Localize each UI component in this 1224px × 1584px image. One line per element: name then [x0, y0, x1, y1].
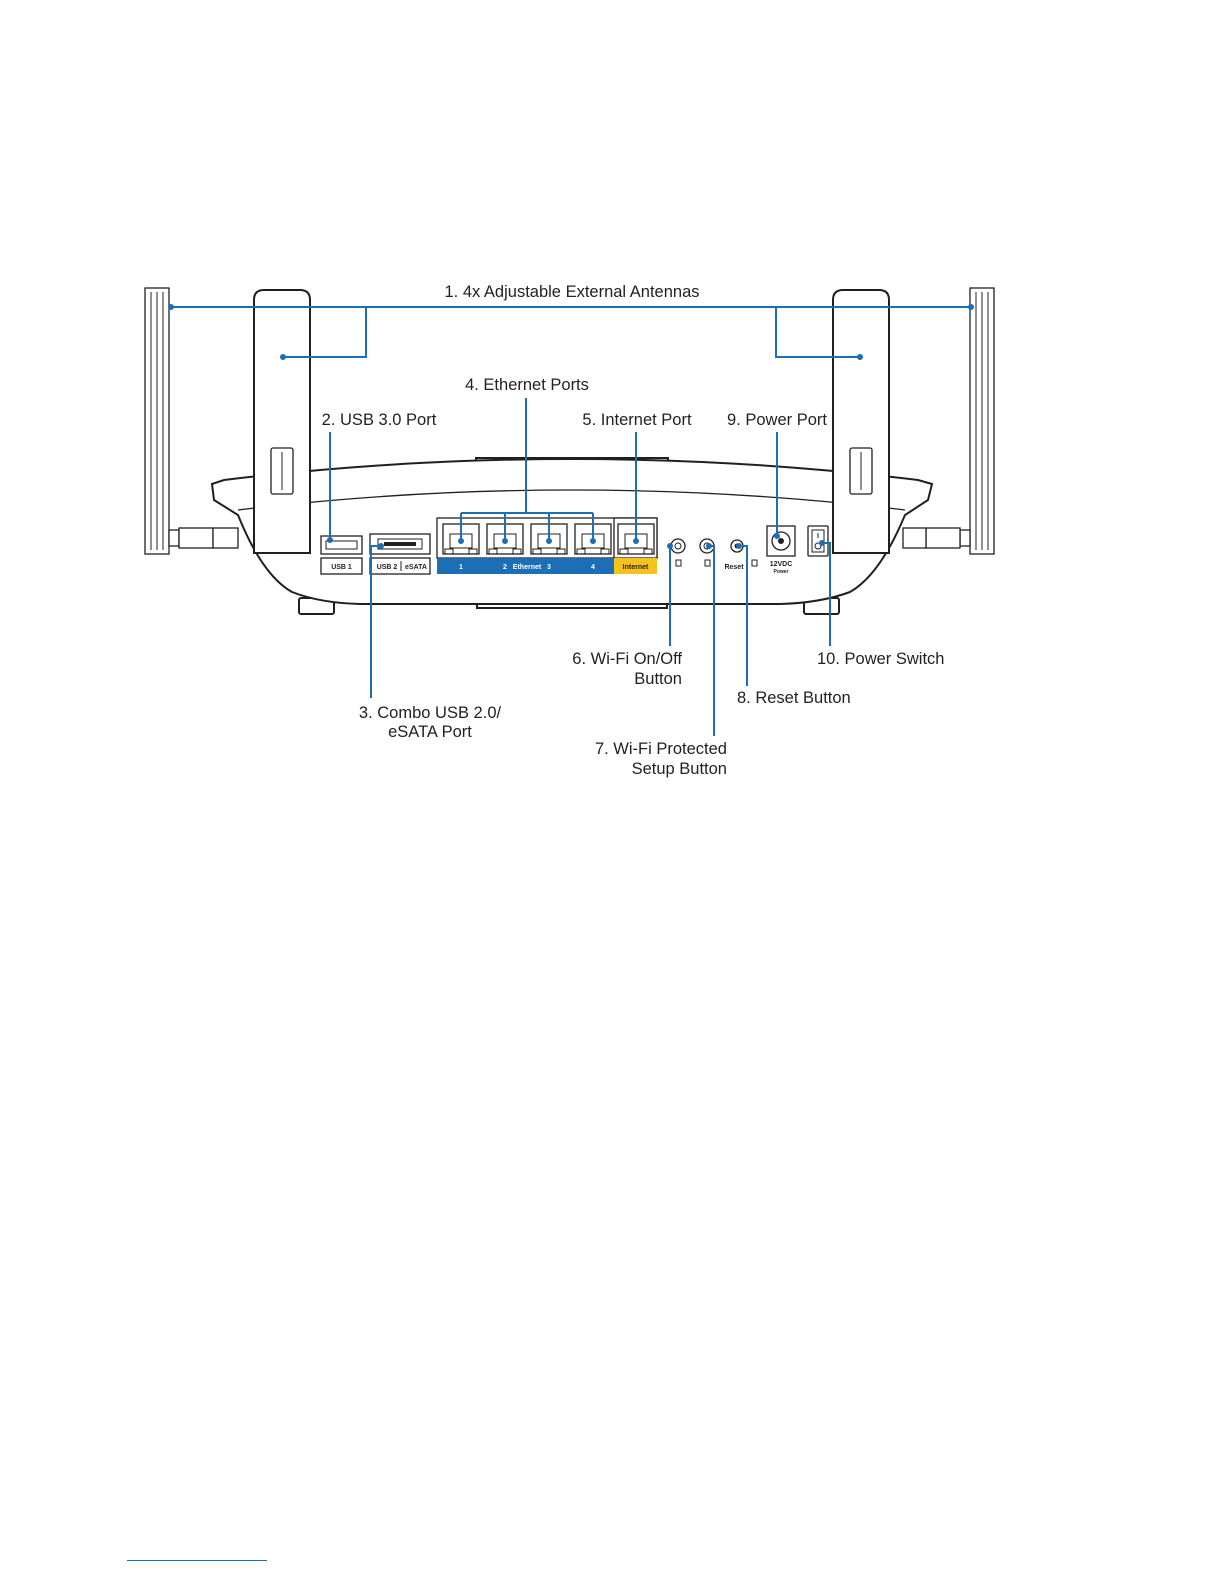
power-label: Power: [773, 569, 788, 575]
antenna-far-right-hinge: [960, 530, 970, 546]
callout-antennas: 1. 4x Adjustable External Antennas: [444, 283, 699, 301]
callout-wifi-line1: 6. Wi-Fi On/Off: [572, 650, 682, 668]
ethernet-3-label: 3: [547, 564, 551, 571]
callout-combo-line2: eSATA Port: [388, 723, 472, 741]
callout-usb3-port: 2. USB 3.0 Port: [322, 411, 437, 429]
antenna-far-left: [145, 288, 238, 554]
dc-label: 12VDC: [770, 561, 793, 568]
antenna-inner-right: [833, 290, 889, 553]
callout-wifi-line2: Button: [634, 670, 682, 688]
callout-wps-line2: Setup Button: [632, 760, 727, 778]
antenna-far-left-connector-nut: [213, 528, 238, 548]
usb1-port: [321, 536, 362, 554]
antenna-far-right-connector: [926, 528, 960, 548]
ethernet-1-label: 1: [459, 564, 463, 571]
callout-combo-line1: 3. Combo USB 2.0/: [359, 704, 502, 722]
ethernet-2-label: 2: [503, 564, 507, 571]
callout-power-switch: 10. Power Switch: [817, 650, 944, 668]
antenna-far-left-hinge: [169, 530, 179, 546]
usb1-label: USB 1: [331, 564, 352, 571]
callout-internet-port: 5. Internet Port: [582, 411, 692, 429]
footnote-rule: [127, 1560, 267, 1561]
callout-wps-line1: 7. Wi-Fi Protected: [595, 740, 727, 758]
antenna-far-right-connector-nut: [903, 528, 926, 548]
callout-reset-button: 8. Reset Button: [737, 689, 851, 707]
callout-ethernet-ports: 4. Ethernet Ports: [465, 376, 589, 394]
antenna-far-right: [903, 288, 994, 554]
antenna-inner-left-blade: [254, 290, 310, 553]
callout-power-port: 9. Power Port: [727, 411, 827, 429]
ethernet-4-label: 4: [591, 564, 595, 571]
esata-label: eSATA: [405, 564, 427, 571]
reset-label: Reset: [724, 564, 744, 571]
antenna-inner-right-blade: [833, 290, 889, 553]
power-switch: [808, 526, 828, 556]
internet-label: Internet: [623, 564, 649, 571]
antenna-far-left-connector: [179, 528, 213, 548]
antenna-inner-left: [254, 290, 310, 553]
usb2-label: USB 2: [377, 564, 398, 571]
ethernet-band-label: Ethernet: [513, 564, 542, 571]
power-port: [767, 526, 795, 556]
